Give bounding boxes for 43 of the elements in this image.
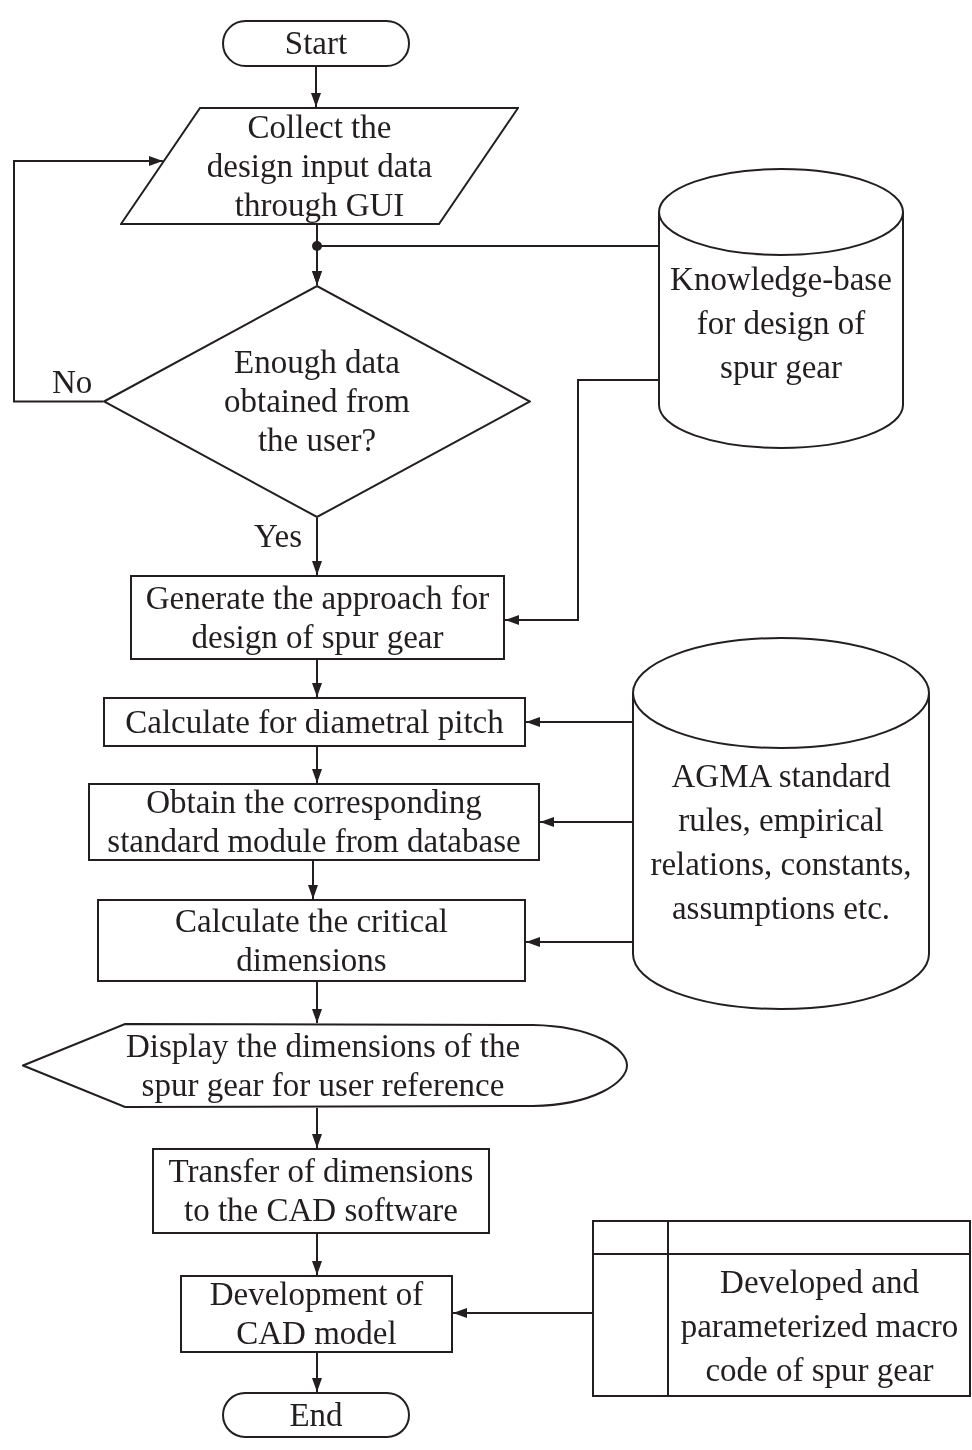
internal-storage-shape xyxy=(592,1220,971,1397)
node-text: Generate the approach for design of spur gear xyxy=(144,578,491,657)
process-box xyxy=(180,1275,453,1353)
connector-arrow xyxy=(504,379,659,625)
process-box xyxy=(152,1148,490,1234)
database-cylinder xyxy=(658,168,904,449)
connector-arrow xyxy=(308,860,318,900)
terminal-pill xyxy=(222,1392,410,1438)
terminal-pill xyxy=(222,20,410,67)
node-text: Start xyxy=(284,24,348,63)
database-cylinder xyxy=(632,637,930,1010)
connector-arrow xyxy=(312,1107,322,1149)
node-text: Collect the design input data through GUI xyxy=(205,107,434,225)
connector-arrow xyxy=(452,1308,593,1318)
connector-arrow xyxy=(312,981,322,1024)
node-text: Enough data obtained from the user? xyxy=(223,343,411,460)
connector-arrow xyxy=(312,746,322,784)
edge-label: No xyxy=(52,366,93,399)
node-text: Developed and parameterized macro code of spur gear xyxy=(679,1262,960,1390)
process-box xyxy=(103,697,526,747)
connector-arrow xyxy=(312,1233,322,1276)
connector-arrow xyxy=(312,517,322,576)
node-text: Calculate for diametral pitch xyxy=(125,702,504,742)
node-text: End xyxy=(289,1395,343,1435)
node-text: Transfer of dimensions to the CAD software xyxy=(167,1152,475,1230)
connector-arrow xyxy=(525,937,633,947)
node-text: AGMA standard rules, empirical relations, constants, assumptions etc. xyxy=(649,757,913,928)
node-text: Obtain the corresponding standard module from database xyxy=(106,783,522,861)
node-text: Development of CAD model xyxy=(208,1275,425,1353)
process-box xyxy=(97,899,526,982)
node-text: Knowledge-base for design of spur gear xyxy=(669,260,893,387)
edge-label: Yes xyxy=(254,520,303,553)
connector-arrow xyxy=(525,717,633,727)
decision-diamond xyxy=(103,285,531,518)
input-parallelogram xyxy=(120,107,519,225)
node-text: Display the dimensions of the spur gear for user reference xyxy=(124,1026,522,1105)
connector-arrow xyxy=(539,817,633,827)
connector-arrow xyxy=(13,156,164,403)
connector-arrow xyxy=(311,66,321,108)
connector-arrow xyxy=(312,659,322,698)
display-shape xyxy=(22,1023,628,1108)
connector-arrow xyxy=(312,1352,322,1393)
node-text: Calculate the critical dimensions xyxy=(174,901,449,980)
